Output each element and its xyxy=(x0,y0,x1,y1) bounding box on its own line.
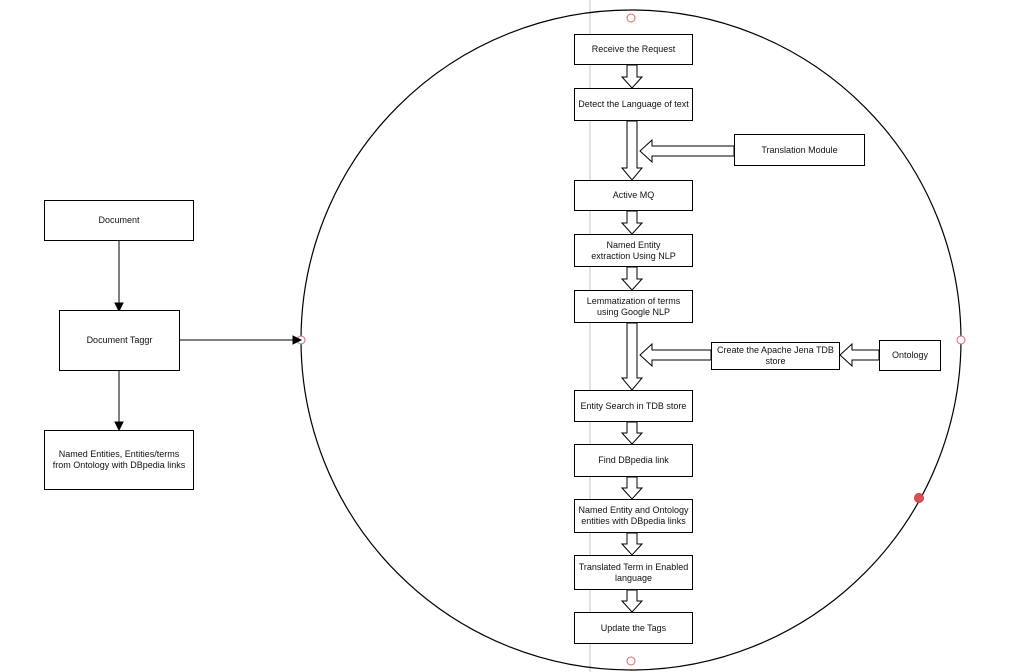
named-entities-output-label: Named Entities, Entities/terms from Onto… xyxy=(52,449,186,470)
arrow-receive-to-detect xyxy=(620,64,644,89)
ontology-box[interactable]: Ontology xyxy=(879,340,941,371)
named-entity-ontology-label: Named Entity and Ontology entities with … xyxy=(578,505,689,526)
translated-term-box[interactable]: Translated Term in Enabled language xyxy=(574,555,693,590)
document-taggr-label: Document Taggr xyxy=(86,335,153,345)
circle-handle-right[interactable] xyxy=(956,335,966,345)
named-entity-ontology-box[interactable]: Named Entity and Ontology entities with … xyxy=(574,499,693,533)
circle-handle-top[interactable] xyxy=(626,13,636,23)
translation-module-label: Translation Module xyxy=(761,144,838,155)
find-dbpedia-box[interactable]: Find DBpedia link xyxy=(574,444,693,477)
active-mq-label: Active MQ xyxy=(612,190,655,200)
arrow-ontology-to-tdb xyxy=(839,342,880,368)
arrow-lemma-to-search xyxy=(620,322,644,391)
arrow-named-to-translated xyxy=(620,532,644,556)
active-mq-box[interactable]: Active MQ xyxy=(574,180,693,211)
circle-handle-selected[interactable] xyxy=(914,493,924,503)
arrow-translation-to-pipeline xyxy=(639,138,735,164)
detect-language-box[interactable]: Detect the Language of text xyxy=(574,88,693,121)
named-entities-output-box[interactable]: Named Entities, Entities/terms from Onto… xyxy=(44,430,194,490)
entity-search-box[interactable]: Entity Search in TDB store xyxy=(574,390,693,422)
arrow-document-to-taggr-head xyxy=(114,302,124,313)
arrow-search-to-find xyxy=(620,421,644,445)
document-box[interactable]: Document xyxy=(44,200,194,241)
arrow-find-to-named xyxy=(620,476,644,500)
arrow-tdb-to-pipeline xyxy=(639,342,712,368)
arrow-taggr-to-circle-head xyxy=(292,335,303,345)
lemmatization-label: Lemmatization of terms using Google NLP xyxy=(586,295,681,317)
arrow-translated-to-update xyxy=(620,589,644,613)
entity-search-label: Entity Search in TDB store xyxy=(580,400,687,411)
detect-language-label: Detect the Language of text xyxy=(578,99,689,109)
named-entity-extraction-label: Named Entity extraction Using NLP xyxy=(591,239,676,261)
document-taggr-box[interactable]: Document Taggr xyxy=(59,310,180,371)
create-tdb-store-box[interactable]: Create the Apache Jena TDB store xyxy=(711,342,840,370)
update-tags-label: Update the Tags xyxy=(600,622,667,633)
arrow-ner-to-lemma xyxy=(620,266,644,291)
ontology-label: Ontology xyxy=(891,350,929,360)
translated-term-label: Translated Term in Enabled language xyxy=(578,561,689,583)
receive-request-box[interactable]: Receive the Request xyxy=(574,34,693,65)
create-tdb-store-label: Create the Apache Jena TDB store xyxy=(717,345,834,366)
arrow-activemq-to-ner xyxy=(620,210,644,235)
named-entity-extraction-box[interactable]: Named Entity extraction Using NLP xyxy=(574,234,693,267)
update-tags-box[interactable]: Update the Tags xyxy=(574,612,693,644)
arrow-detect-to-activemq xyxy=(620,120,644,181)
translation-module-box[interactable]: Translation Module xyxy=(734,134,865,166)
arrow-taggr-to-output-head xyxy=(114,421,124,432)
document-label: Document xyxy=(98,215,140,225)
receive-request-label: Receive the Request xyxy=(591,44,676,54)
find-dbpedia-label: Find DBpedia link xyxy=(598,455,669,465)
lemmatization-box[interactable]: Lemmatization of terms using Google NLP xyxy=(574,290,693,323)
circle-handle-bottom[interactable] xyxy=(626,656,636,666)
